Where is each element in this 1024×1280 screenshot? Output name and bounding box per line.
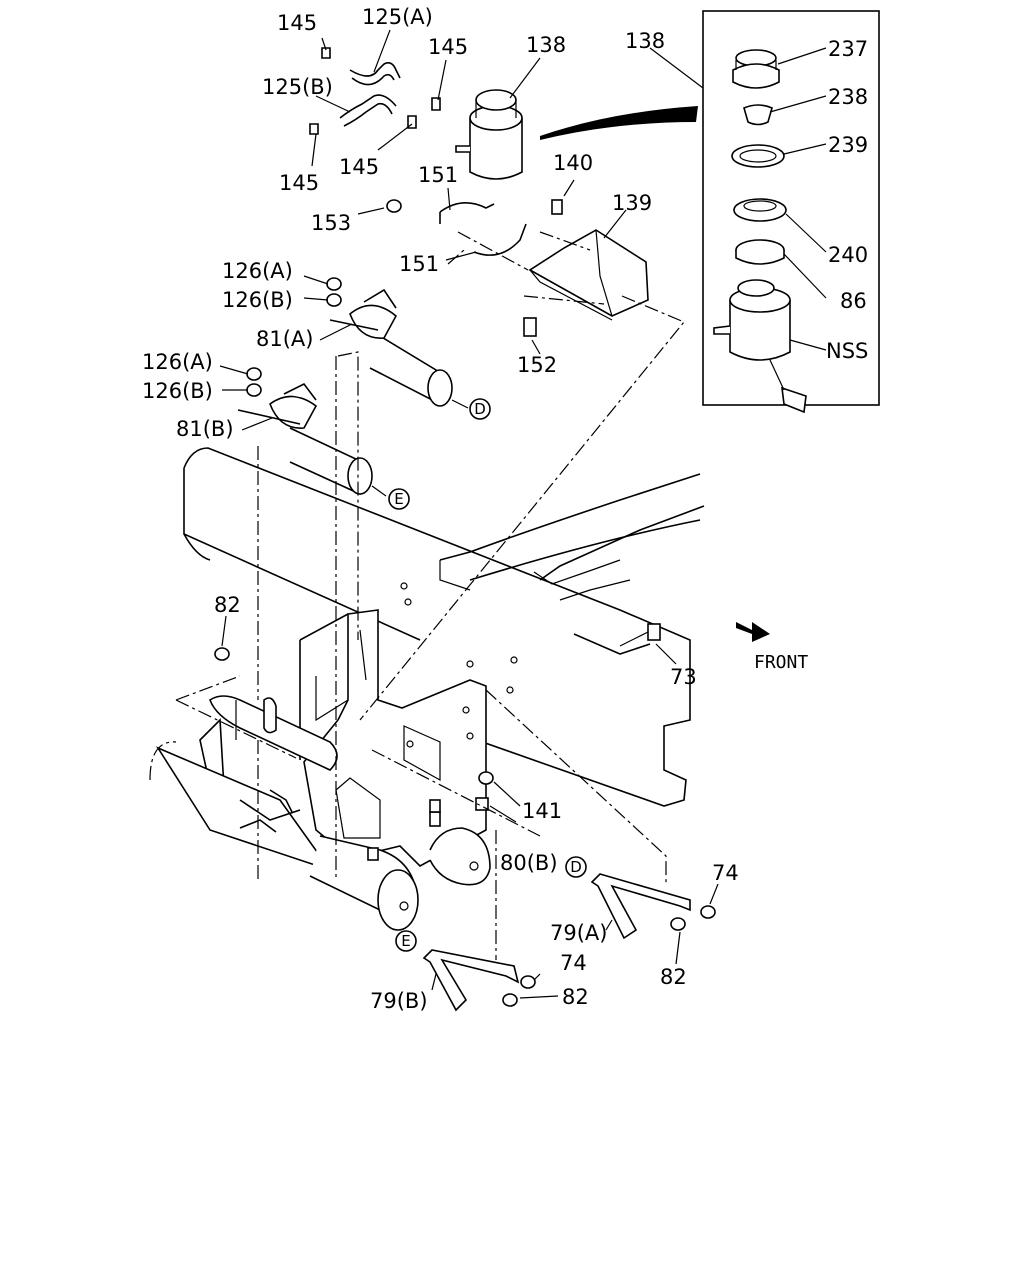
label-140: 140	[553, 151, 593, 175]
label-79b: 79(B)	[370, 989, 428, 1013]
label-125b: 125(B)	[262, 75, 333, 99]
label-126b: 126(B)	[142, 379, 213, 403]
label-125a: 125(A)	[362, 5, 433, 29]
ref-marker-e-upper: E	[394, 490, 403, 508]
callout-labels: 145 125(A) 145 138 138 125(B) 145 145 14…	[142, 5, 739, 1013]
label-126b: 126(B)	[222, 288, 293, 312]
label-151: 151	[399, 252, 439, 276]
label-74: 74	[712, 861, 739, 885]
inset-label-240: 240	[828, 243, 868, 267]
label-141: 141	[522, 799, 562, 823]
mount-clamps	[357, 187, 527, 261]
label-82: 82	[660, 965, 687, 989]
motor-81a	[303, 275, 469, 409]
label-145: 145	[277, 11, 317, 35]
inset-pointer	[540, 106, 698, 140]
label-81a: 81(A)	[256, 327, 313, 351]
label-139: 139	[612, 191, 652, 215]
label-73: 73	[670, 665, 697, 689]
inset-label-239: 239	[828, 133, 868, 157]
ref-marker-d-lower: D	[570, 858, 582, 876]
ref-marker-d-upper: D	[474, 400, 486, 418]
front-arrow-icon	[736, 622, 770, 642]
label-145: 145	[339, 155, 379, 179]
label-126a: 126(A)	[142, 350, 213, 374]
label-82: 82	[214, 593, 241, 617]
reference-markers: D E D E	[388, 398, 587, 952]
inset-label-238: 238	[828, 85, 868, 109]
motor-81b	[219, 365, 387, 497]
label-74: 74	[560, 951, 587, 975]
label-82: 82	[562, 985, 589, 1009]
label-153: 153	[311, 211, 351, 235]
label-80b: 80(B)	[500, 851, 558, 875]
label-152: 152	[517, 353, 557, 377]
inset-label-86: 86	[840, 289, 867, 313]
reservoir-exploded-inset: 237 238 239 240 86 NSS	[702, 10, 880, 414]
front-direction: FRONT	[736, 622, 808, 673]
front-label: FRONT	[754, 652, 808, 673]
ref-marker-e-lower: E	[401, 932, 410, 950]
label-79a: 79(A)	[550, 921, 607, 945]
label-138: 138	[625, 29, 665, 53]
inset-label-nss: NSS	[826, 339, 868, 363]
inset-label-237: 237	[828, 37, 868, 61]
label-145: 145	[428, 35, 468, 59]
assembly-lines	[175, 231, 685, 960]
label-138: 138	[526, 33, 566, 57]
label-81b: 81(B)	[176, 417, 234, 441]
frame-and-chassis	[149, 447, 705, 931]
label-126a: 126(A)	[222, 259, 293, 283]
reservoir-and-hoses	[309, 29, 541, 180]
label-151: 151	[418, 163, 458, 187]
bracket-139	[523, 179, 649, 355]
label-145: 145	[279, 171, 319, 195]
brackets-79	[422, 873, 719, 1012]
